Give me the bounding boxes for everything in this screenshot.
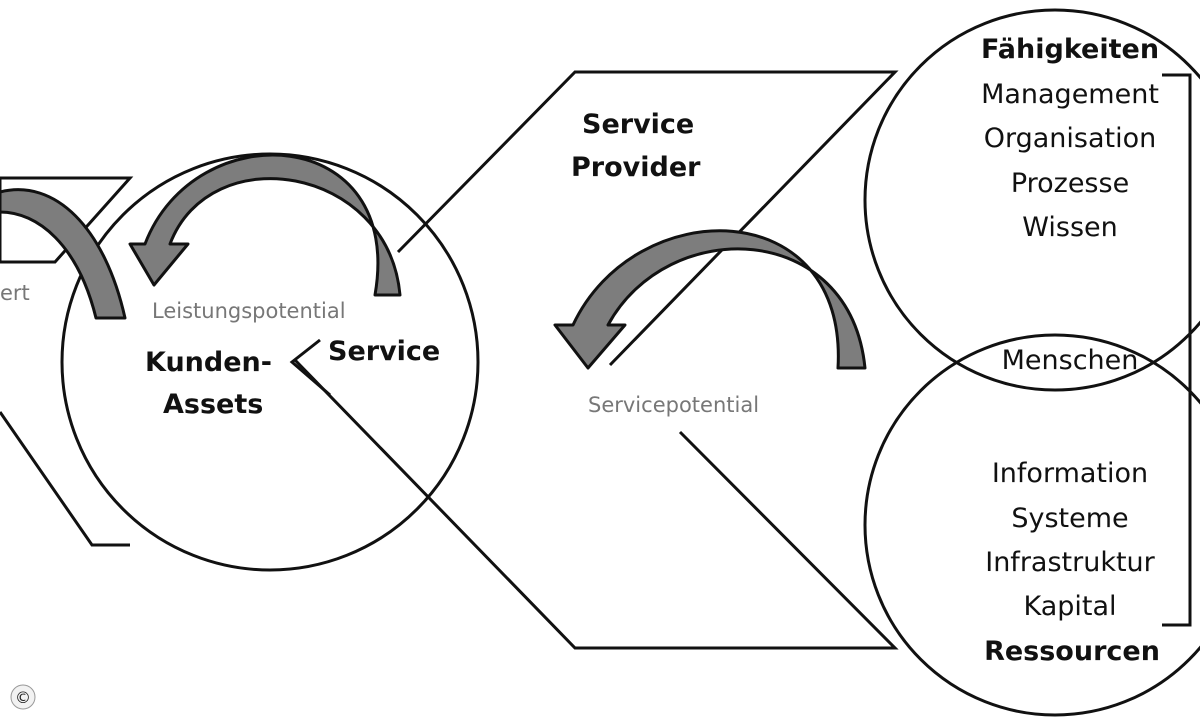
customer-curved-arrow xyxy=(128,153,402,297)
right-bracket xyxy=(1162,73,1192,627)
resource-item-infrastructure: Infrastruktur xyxy=(985,547,1155,578)
resources-title: Ressourcen xyxy=(984,636,1160,667)
provider-chevron-lower-shape xyxy=(293,358,899,650)
left-lower-chevron-shape xyxy=(0,411,130,547)
capability-item-processes: Prozesse xyxy=(1011,168,1129,199)
provider-chevron-shape xyxy=(396,70,899,367)
copyright-badge xyxy=(10,684,36,710)
customer-value-partial-label: ert xyxy=(0,281,30,305)
copyright-symbol: © xyxy=(15,688,31,707)
service-inner-chevron-shape xyxy=(289,338,331,397)
resource-item-information: Information xyxy=(992,458,1148,489)
resources-circle xyxy=(863,333,1200,717)
capabilities-title: Fähigkeiten xyxy=(981,34,1159,65)
left-chevron-shape xyxy=(0,176,134,264)
service-label: Service xyxy=(328,336,440,367)
people-label: Menschen xyxy=(1002,345,1139,376)
service-potential-label: Servicepotential xyxy=(588,393,759,417)
left-partial-curved-arrow xyxy=(0,188,127,320)
capability-item-organization: Organisation xyxy=(984,123,1157,154)
service-provider-line-1: Service xyxy=(582,109,694,140)
customer-assets-line-1: Kunden- xyxy=(145,347,272,378)
performance-potential-label: Leistungspotential xyxy=(152,299,346,323)
resource-item-systems: Systeme xyxy=(1011,503,1128,534)
capabilities-circle xyxy=(863,8,1200,392)
capability-item-management: Management xyxy=(981,79,1159,110)
resource-item-capital: Kapital xyxy=(1023,591,1116,622)
customer-assets-line-2: Assets xyxy=(163,389,263,420)
service-provider-line-2: Provider xyxy=(571,152,701,183)
service-potential-curved-arrow xyxy=(553,229,867,370)
capability-item-knowledge: Wissen xyxy=(1022,212,1117,243)
